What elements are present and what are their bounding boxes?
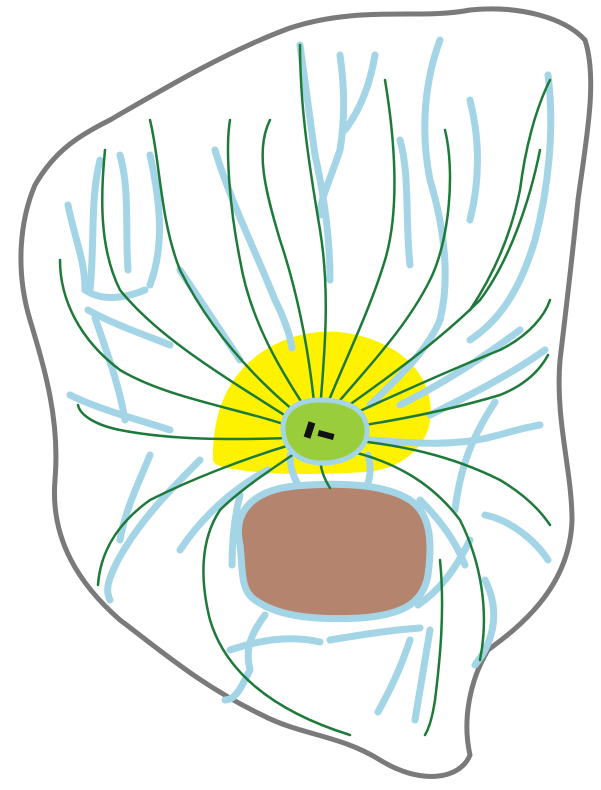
nucleus [238,484,430,618]
centrosome [283,400,367,463]
